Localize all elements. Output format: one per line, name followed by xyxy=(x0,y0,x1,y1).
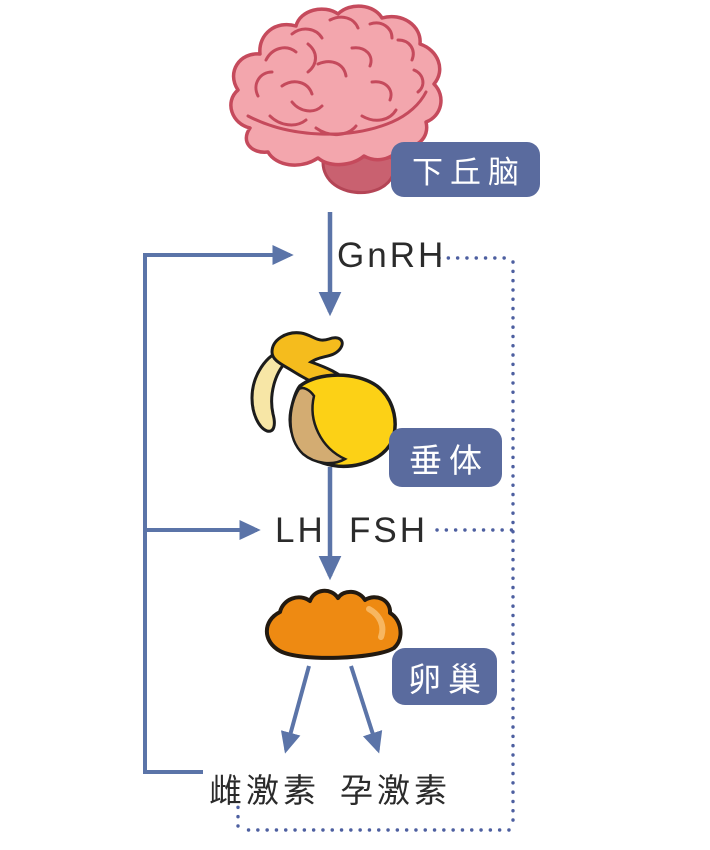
ovary-label-text: 卵巢 xyxy=(408,660,488,698)
label-ovary: 卵巢 xyxy=(392,648,497,705)
hormone-fsh: FSH xyxy=(349,511,428,550)
hormone-lh: LH xyxy=(275,511,326,550)
hormone-gnrh: GnRH xyxy=(337,236,447,275)
ovary-illustration xyxy=(264,588,403,660)
feedback-line-solid xyxy=(143,244,294,774)
brain-illustration xyxy=(229,4,443,195)
label-hypothalamus: 下丘脑 xyxy=(391,142,540,197)
brain-gyri-lines xyxy=(246,15,428,136)
arrow-to-estrogen xyxy=(280,665,311,754)
hormone-progesterone: 孕激素 xyxy=(340,772,451,809)
pituitary-label-text: 垂体 xyxy=(409,441,489,479)
label-pituitary: 垂体 xyxy=(389,428,502,487)
pituitary-tan-lobe xyxy=(289,386,348,465)
hypothalamus-label-text: 下丘脑 xyxy=(412,155,526,190)
arrow-to-progesterone xyxy=(349,665,383,754)
pituitary-illustration xyxy=(250,331,397,468)
ovary-highlight xyxy=(366,606,386,640)
feedback-line-dotted xyxy=(236,256,515,832)
hormone-estrogen: 雌激素 xyxy=(209,772,320,809)
